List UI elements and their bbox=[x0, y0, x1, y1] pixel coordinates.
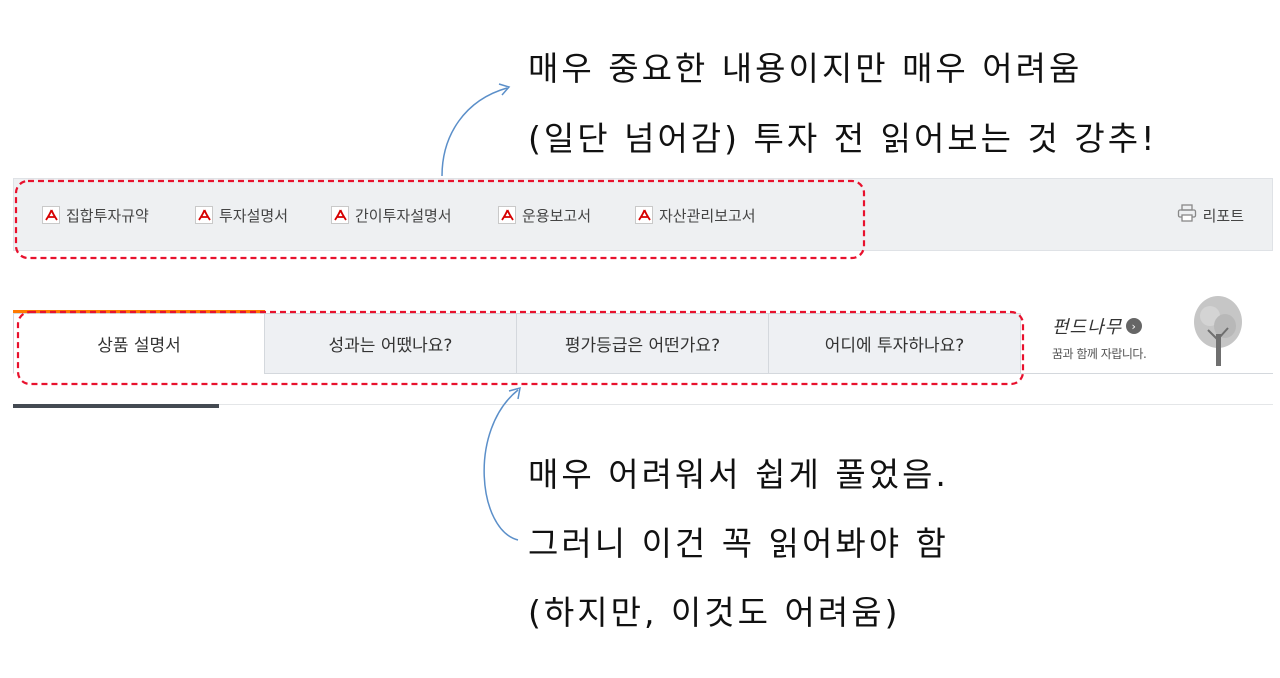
printer-icon bbox=[1177, 204, 1197, 226]
annotation-note-1: 매우 중요한 내용이지만 매우 어려움 bbox=[528, 49, 1083, 88]
doc-link-asset-report[interactable]: 자산관리보고서 bbox=[635, 204, 756, 226]
arrow-up-curve bbox=[441, 87, 508, 177]
doc-link-label: 투자설명서 bbox=[219, 206, 289, 225]
brand-name: 펀드나무 bbox=[1052, 317, 1123, 338]
content-divider bbox=[13, 404, 1273, 405]
pdf-icon bbox=[195, 206, 213, 224]
fund-tree-brand[interactable]: 펀드나무 › 꿈과 함께 자랍니다. bbox=[1052, 313, 1147, 362]
doc-link-label: 집합투자규약 bbox=[66, 206, 149, 225]
chevron-right-circle-icon: › bbox=[1126, 318, 1143, 334]
tab-investment-target[interactable]: 어디에 투자하나요? bbox=[768, 313, 1021, 374]
doc-link-simple-prospectus[interactable]: 간이투자설명서 bbox=[331, 204, 452, 226]
tab-baseline bbox=[265, 373, 1273, 374]
annotation-note-4: 그러니 이건 꼭 읽어봐야 함 bbox=[528, 524, 949, 563]
arrow-up-head bbox=[498, 83, 511, 96]
tab-rating[interactable]: 평가등급은 어떤가요? bbox=[516, 313, 769, 374]
pdf-icon bbox=[635, 206, 653, 224]
pdf-icon bbox=[42, 206, 60, 224]
tab-label: 평가등급은 어떤가요? bbox=[564, 336, 721, 356]
tab-label: 어디에 투자하나요? bbox=[824, 336, 965, 356]
pdf-icon bbox=[331, 206, 349, 224]
arrow-down-head bbox=[508, 386, 521, 400]
tab-performance[interactable]: 성과는 어땠나요? bbox=[264, 313, 517, 374]
annotation-note-3: 매우 어려워서 쉽게 풀었음. bbox=[528, 455, 949, 494]
tree-icon bbox=[1190, 294, 1246, 372]
doc-link-prospectus[interactable]: 투자설명서 bbox=[195, 204, 288, 226]
report-label: 리포트 bbox=[1202, 206, 1244, 225]
brand-tagline: 꿈과 함께 자랍니다. bbox=[1052, 347, 1147, 361]
pdf-icon bbox=[498, 206, 516, 224]
annotation-note-5: (하지만, 이것도 어려움) bbox=[528, 593, 901, 632]
arrow-down-curve bbox=[483, 389, 519, 541]
section-indicator bbox=[13, 404, 219, 408]
doc-link-label: 간이투자설명서 bbox=[355, 206, 452, 225]
doc-link-management-report[interactable]: 운용보고서 bbox=[498, 204, 591, 226]
doc-link-label: 자산관리보고서 bbox=[659, 206, 756, 225]
report-button[interactable]: 리포트 bbox=[1177, 204, 1244, 226]
annotation-note-2: (일단 넘어감) 투자 전 읽어보는 것 강추! bbox=[528, 119, 1158, 158]
tab-label: 상품 설명서 bbox=[97, 336, 181, 356]
tab-product-description[interactable]: 상품 설명서 bbox=[13, 313, 265, 374]
document-links-bar: 집합투자규약 투자설명서 간이투자설명서 운용보고서 자산관리보고서 리포트 bbox=[13, 178, 1273, 251]
tab-label: 성과는 어땠나요? bbox=[328, 336, 453, 356]
doc-link-rules[interactable]: 집합투자규약 bbox=[42, 204, 149, 226]
doc-link-label: 운용보고서 bbox=[522, 206, 592, 225]
